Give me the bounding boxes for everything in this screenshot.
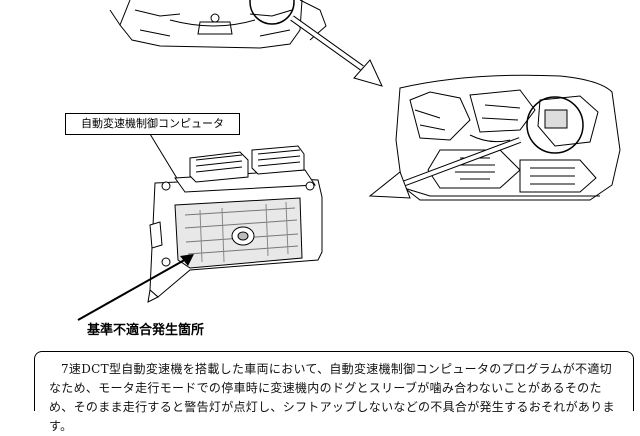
arrow-to-computer xyxy=(370,140,520,198)
label-leader-line xyxy=(150,134,178,180)
ecu-illustration xyxy=(148,146,322,302)
component-label: 自動変速機制御コンピュータ xyxy=(65,113,240,135)
top-callout-circle xyxy=(250,0,294,24)
defect-location-label: 基準不適合発生箇所 xyxy=(87,319,204,338)
notice-text: 7速DCT型自動変速機を搭載した車両において、自動変速機制御コンピュータのプログ… xyxy=(49,360,623,436)
diagram-canvas xyxy=(0,0,640,400)
defect-arrow xyxy=(78,254,194,320)
arrow-to-engine-bay xyxy=(292,18,382,86)
notice-box: 7速DCT型自動変速機を搭載した車両において、自動変速機制御コンピュータのプログ… xyxy=(34,351,634,411)
engine-bay-illustration xyxy=(396,75,620,200)
